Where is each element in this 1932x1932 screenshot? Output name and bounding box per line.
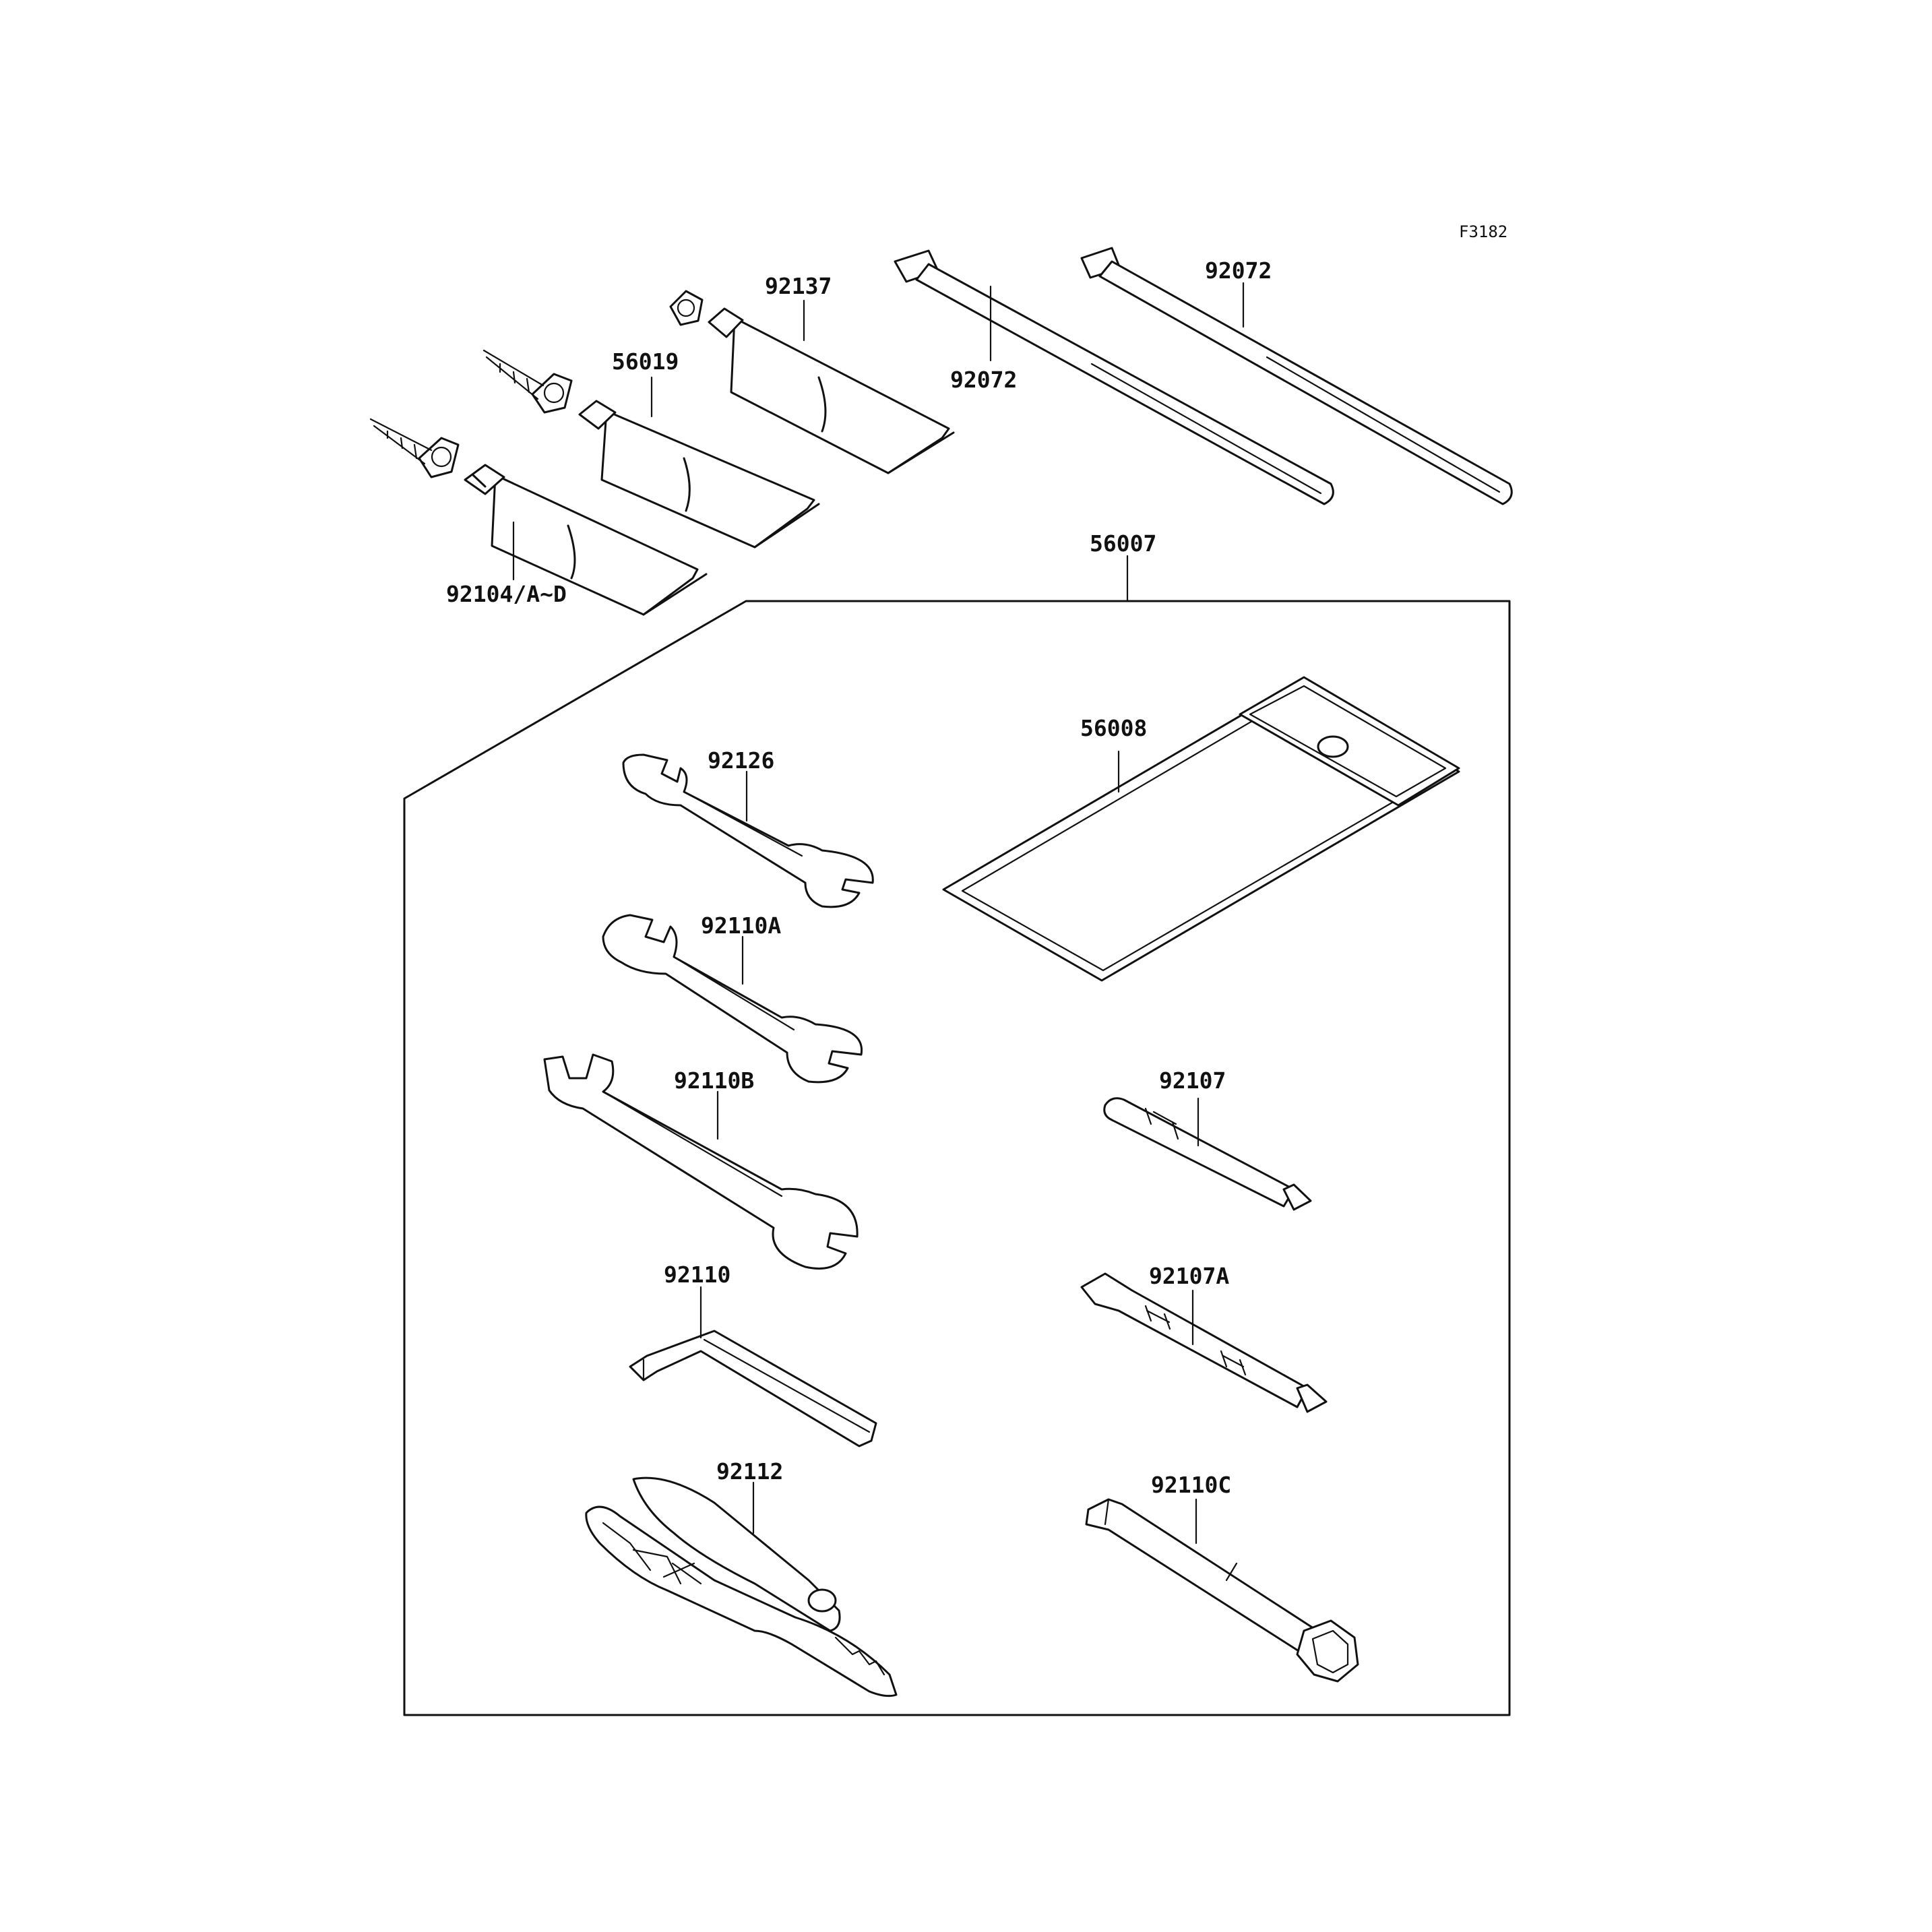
figure-code: F3182 [1459,222,1507,241]
label-92110B: 92110B [674,1067,754,1094]
label-92110: 92110 [664,1261,730,1288]
pliers-92112 [585,1476,898,1697]
label-92126: 92126 [708,747,774,774]
wrench-92110B [543,1053,859,1270]
hex-key-92110 [629,1330,877,1447]
label-92112: 92112 [716,1458,783,1485]
label-92072-b: 92072 [1205,257,1272,284]
label-92137: 92137 [765,273,832,299]
cable-tie-2 [1080,247,1513,505]
label-92110C: 92110C [1151,1472,1231,1498]
tube-56019 [482,349,820,549]
label-92072-a-text: 92072 [950,367,1017,393]
label-56019: 56019 [612,348,679,375]
wrench-92126 [622,753,874,908]
label-56007: 56007 [1090,530,1156,557]
wrench-92110A [602,914,863,1084]
label-92110A: 92110A [701,912,781,939]
label-92104: 92104/A~D [446,581,567,607]
screwdriver-92107A [1080,1272,1328,1413]
label-56008: 56008 [1080,715,1147,741]
screwdriver-92107 [1103,1097,1312,1211]
tube-92104 [369,418,708,616]
kit-boundary [403,600,1511,1716]
label-92107: 92107 [1159,1067,1226,1094]
cable-tie-1 [894,249,1334,505]
box-wrench-92110C [1085,1498,1359,1683]
label-92107A: 92107A [1149,1263,1229,1289]
tool-bag [942,676,1460,982]
tube-92137 [669,290,955,474]
